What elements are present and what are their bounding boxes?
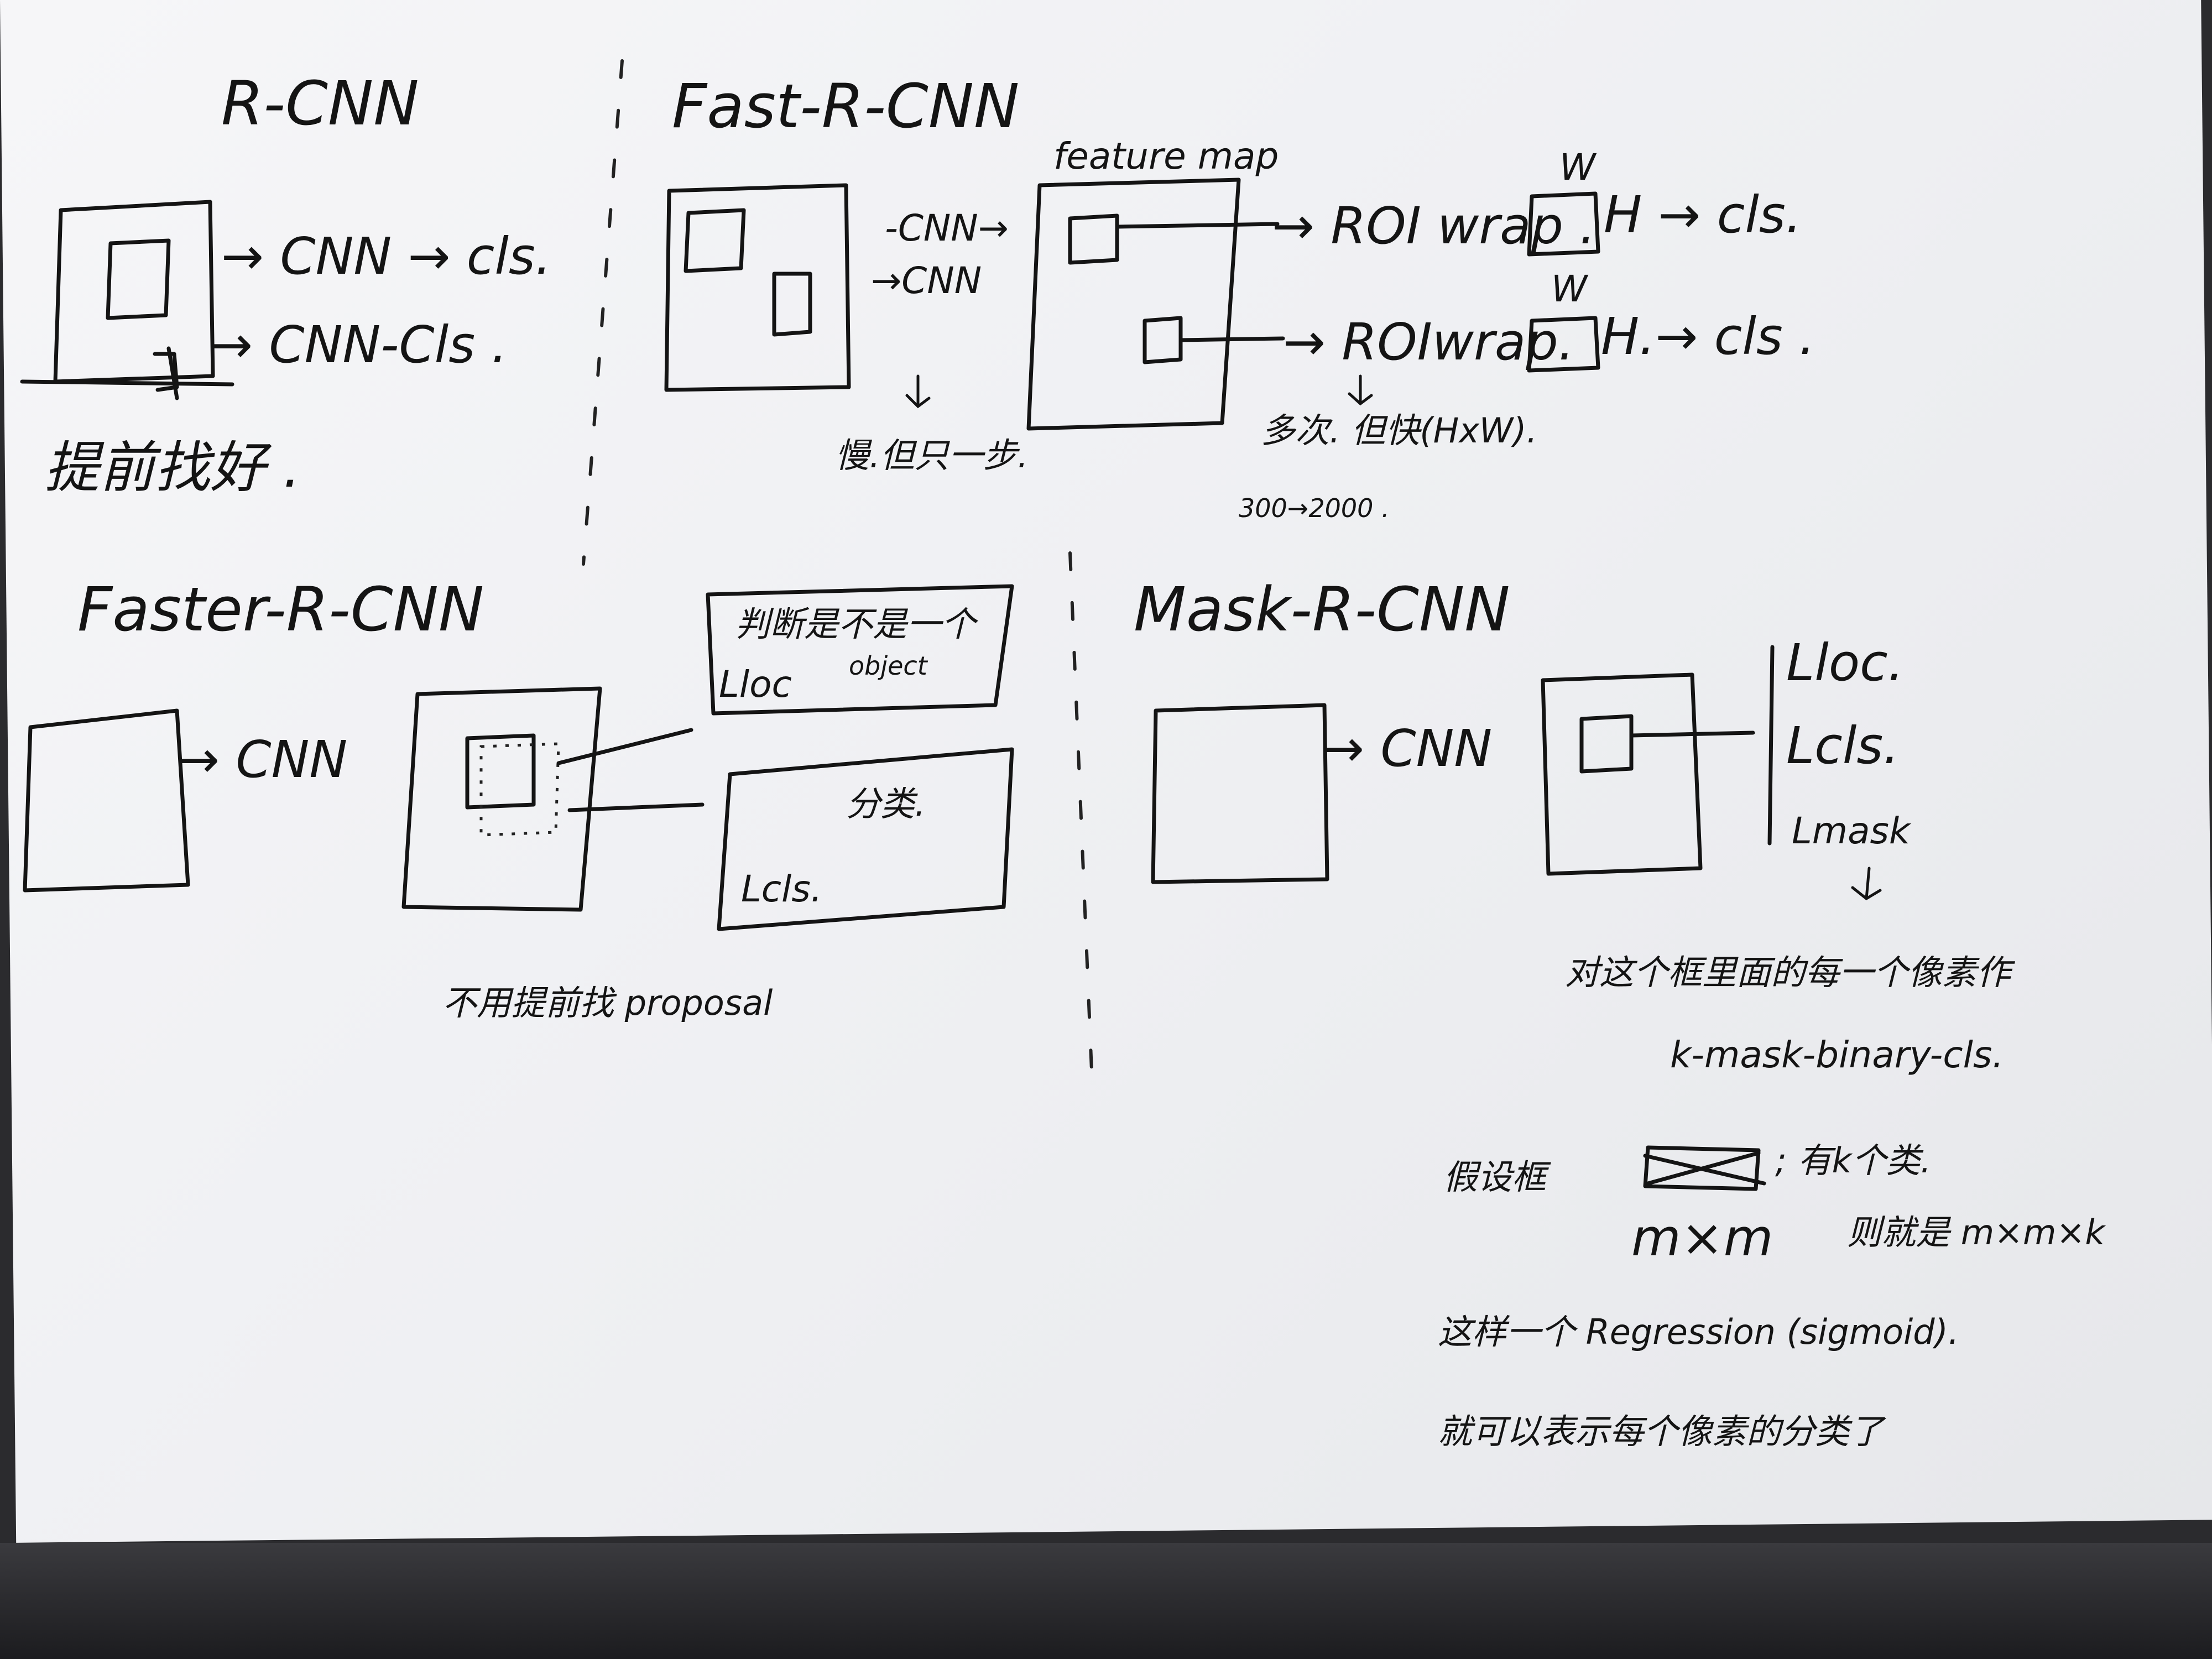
mask-note-4a: m×m: [1631, 1208, 1773, 1267]
fast-multi-note: 多次. 但快(HxW).: [1261, 410, 1537, 451]
mask-note-5: 这样一个 Regression (sigmoid).: [1438, 1312, 1959, 1352]
fast-feature-map-label: feature map: [1053, 135, 1279, 178]
vertical-divider-top: [582, 59, 624, 566]
fast-range-note: 300→2000 .: [1239, 493, 1390, 523]
faster-arrow-1: [556, 728, 693, 765]
fast-image-box: [664, 183, 851, 392]
mask-image-box: [1151, 703, 1329, 884]
rcnn-region-1: [106, 238, 171, 320]
fast-arrow-2: [1178, 336, 1285, 342]
fast-h-cls-2: H.→ cls .: [1601, 307, 1815, 366]
rcnn-image-base: [20, 379, 234, 387]
faster-arrow-2: [567, 802, 705, 812]
fast-region-1: [684, 208, 746, 273]
faster-rpn-text-2: Lloc: [719, 663, 792, 706]
mask-title: Mask-R-CNN: [1134, 574, 1510, 645]
mask-cnn-label: → CNN: [1322, 719, 1492, 778]
faster-cls-text: 分类.: [846, 784, 926, 824]
rcnn-image-box: [53, 200, 215, 384]
fast-roi-2: [1142, 316, 1183, 364]
mask-note-2: k-mask-binary-cls.: [1670, 1034, 2004, 1076]
fast-roi-wrap-2: → ROIwrap.: [1283, 312, 1574, 372]
mask-l-loc: Lloc.: [1786, 633, 1904, 692]
rcnn-region-2: [153, 352, 179, 392]
mask-note-4b: 则就是 m×m×k: [1847, 1212, 2106, 1253]
fast-roi-1: [1068, 213, 1119, 265]
fast-slow-note: 慢.但只一步.: [835, 435, 1028, 476]
faster-cls-loss: Lcls.: [741, 868, 822, 910]
rcnn-title: R-CNN: [221, 68, 419, 139]
faster-image-box: [23, 708, 190, 893]
faster-cls-box: [717, 747, 1014, 931]
fast-down-arrow-1: [905, 374, 931, 409]
faster-cnn-label: → CNN: [177, 730, 347, 789]
fast-pooled-box-2: [1527, 316, 1600, 373]
fast-down-arrow-2: [1348, 374, 1373, 406]
section-mask-rcnn: Mask-R-CNN → CNN Lloc. Lcls. Lmask 对这个框里…: [1134, 574, 2106, 1452]
fast-cnn-1: -CNN→: [885, 207, 1009, 249]
section-faster-rcnn: Faster-R-CNN → CNN 判断是不是一个 Lloc object 分…: [23, 574, 1014, 1023]
faster-title: Faster-R-CNN: [77, 574, 484, 645]
faster-anchor-dotted: [479, 742, 560, 837]
faster-rpn-box: [706, 584, 1014, 716]
mask-note-6: 就可以表示每个像素的分类了: [1438, 1411, 1886, 1452]
mask-l-cls: Lcls.: [1786, 716, 1900, 775]
fast-pooled-box-1: [1527, 191, 1600, 257]
rcnn-note: 提前找好 .: [44, 435, 301, 500]
fast-w-label-1: W: [1559, 146, 1597, 189]
mask-note-1: 对这个框里面的每一个像素作: [1565, 952, 2016, 993]
fast-cnn-2: →CNN: [871, 259, 982, 302]
mask-l-mask: Lmask: [1792, 810, 1912, 852]
fast-w-label-2: W: [1551, 268, 1589, 310]
section-rcnn: R-CNN → CNN → cls. → CNN-Cls . 提前找好 .: [20, 68, 551, 500]
mask-arrow: [1629, 731, 1755, 738]
fast-region-2: [772, 272, 812, 337]
section-fast-rcnn: Fast-R-CNN -CNN→ →CNN feature map → ROI …: [664, 71, 1815, 523]
mask-roi-box: [1579, 714, 1634, 774]
fast-feature-map-box: [1026, 178, 1241, 431]
mask-down-arrow: [1851, 867, 1882, 901]
mask-feature-map-box: [1541, 672, 1703, 876]
mask-crossed-out: [1643, 1145, 1766, 1191]
desk-background: [0, 1543, 2212, 1659]
faster-feature-map-box: [401, 686, 602, 912]
fast-roi-wrap-1: → ROI wrap .: [1272, 196, 1595, 255]
mask-brace: [1767, 645, 1775, 846]
vertical-divider-bottom: [1068, 551, 1094, 1086]
fast-h-cls-1: H → cls.: [1604, 185, 1802, 244]
mask-note-3b: ; 有k个类.: [1775, 1140, 1931, 1181]
fast-title: Fast-R-CNN: [672, 71, 1019, 142]
faster-rpn-text-3: object: [849, 651, 928, 681]
faster-rpn-text-1: 判断是不是一个: [735, 604, 978, 644]
rcnn-flow-1: → CNN → cls.: [221, 227, 551, 286]
rcnn-region-2-tail: [166, 346, 179, 400]
faster-anchor-box: [465, 733, 536, 810]
mask-note-3a: 假设框: [1443, 1157, 1551, 1197]
rcnn-flow-2: → CNN-Cls .: [210, 315, 508, 374]
section-dividers: [582, 59, 1094, 1086]
faster-note: 不用提前找 proposal: [442, 983, 773, 1023]
fast-arrow-1: [1115, 222, 1280, 229]
